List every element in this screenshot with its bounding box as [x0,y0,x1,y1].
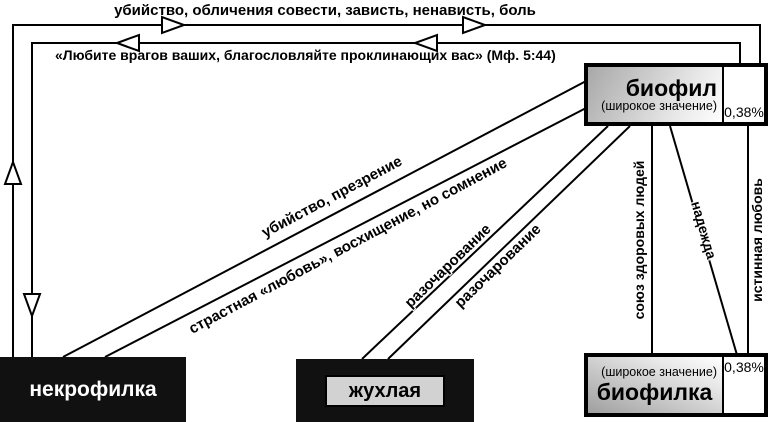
edge-label-healthy-union: союз здоровых людей [631,160,647,320]
edge-hope [669,125,738,356]
node-biophile-female: (широкое значение) биофилка 0,38% [584,353,768,417]
node-biophile-female-percent: 0,38% [724,357,764,413]
edge-quote-loop [31,42,741,357]
node-necrophile-female-title: некрофилка [29,377,157,401]
edge-passionate-love [104,106,589,358]
arrow-right-icon [462,15,488,35]
arrow-left-icon [114,33,140,53]
node-biophile-female-subtitle: (широкое значение) [601,365,717,380]
node-withered-female-title: жухлая [348,379,422,402]
edge-murder-contempt [62,79,589,358]
edge-disappointment-right [387,125,631,360]
arrow-left-icon [412,33,438,53]
arrow-down-icon [22,293,42,319]
node-biophile-male-title: биофил [625,74,717,101]
node-necrophile-female: некрофилка [0,357,186,422]
top-loop-label: убийство, обличения совести, зависть, не… [114,2,536,19]
arrow-right-icon [161,15,187,35]
node-withered-female: жухлая [296,359,474,422]
node-biophile-female-title: биофилка [596,378,713,405]
quote-loop-label: «Любите врагов ваших, благословляйте про… [55,47,556,63]
node-biophile-male-percent: 0,38% [724,67,764,122]
edge-label-true-love: истинная любовь [749,178,765,302]
node-biophile-male-subtitle: (широкое значение) [601,98,717,113]
edge-top-loop [12,24,761,357]
arrow-up-icon [3,159,23,185]
edge-disappointment-left [361,125,609,360]
node-withered-female-plate: жухлая [325,375,445,407]
node-biophile-male: биофил (широкое значение) 0,38% [584,63,768,126]
